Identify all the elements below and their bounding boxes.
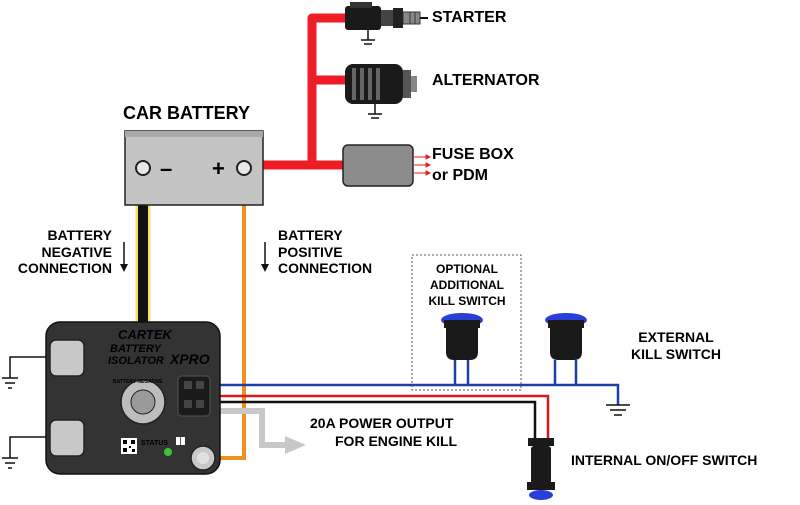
car-battery-label: CAR BATTERY	[123, 103, 250, 123]
external-kill-switch	[545, 313, 587, 360]
optional-switch-box	[411, 254, 522, 391]
neg-connection-label-3: CONNECTION	[18, 260, 112, 276]
pos-connection-label-3: CONNECTION	[278, 260, 372, 276]
red-signal-wire	[198, 394, 550, 440]
fuse-box-arrows	[414, 154, 432, 176]
optional-kill-switch	[441, 313, 483, 360]
ground-symbol	[606, 404, 630, 416]
isolator-connector	[177, 375, 211, 417]
starter-label: STARTER	[432, 9, 507, 26]
qr-code-icon	[121, 438, 137, 454]
fuse-box-label-1: FUSE BOX	[432, 146, 514, 163]
black-signal-wire	[198, 400, 537, 440]
external-switch-label-1: EXTERNAL	[638, 329, 714, 345]
starter-motor-icon	[345, 2, 428, 45]
down-arrow-icon	[120, 242, 128, 272]
neg-connection-label-1: BATTERY	[47, 227, 112, 243]
isolator-arc-text: BATTERY NEGATIVE	[113, 379, 163, 385]
down-arrow-icon	[261, 242, 269, 272]
internal-on-off-switch	[527, 438, 555, 500]
optional-label-2: ADDITIONAL	[430, 278, 504, 292]
alternator-label: ALTERNATOR	[432, 72, 540, 89]
battery-isolator-unit	[45, 321, 221, 475]
battery-negative-terminal	[135, 160, 151, 176]
optional-label-1: OPTIONAL	[436, 262, 498, 276]
battery-negative-sign: –	[160, 156, 172, 181]
isolator-status-label: STATUS	[141, 440, 168, 447]
pos-connection-label-2: POSITIVE	[278, 244, 343, 260]
power-output-arrow	[200, 408, 306, 454]
external-switch-label-2: KILL SWITCH	[631, 346, 721, 362]
fuse-box-label-2: or PDM	[432, 167, 488, 184]
neg-connection-label-2: NEGATIVE	[41, 244, 112, 260]
battery-positive-terminal	[236, 160, 252, 176]
battery-positive-sign: +	[212, 156, 225, 181]
isolator-model: XPRO	[169, 351, 210, 367]
ground-symbol	[2, 436, 50, 469]
power-output-label-2: FOR ENGINE KILL	[335, 433, 458, 449]
main-positive-wire	[262, 13, 345, 170]
isolator-brand: CARTEK	[118, 327, 174, 342]
power-output-label-1: 20A POWER OUTPUT	[310, 415, 454, 431]
book-icon	[176, 437, 185, 445]
isolator-title-line-1: BATTERY	[110, 343, 163, 355]
car-battery	[124, 130, 264, 206]
pos-connection-label-1: BATTERY	[278, 227, 343, 243]
blue-signal-wire	[198, 360, 620, 405]
ground-symbol	[2, 356, 50, 389]
isolator-title-line-2: ISOLATOR	[108, 355, 164, 367]
optional-label-3: KILL SWITCH	[428, 294, 505, 308]
status-led	[164, 448, 172, 456]
internal-switch-label: INTERNAL ON/OFF SWITCH	[571, 452, 757, 468]
fuse-box	[342, 144, 414, 187]
alternator-icon	[345, 64, 417, 119]
